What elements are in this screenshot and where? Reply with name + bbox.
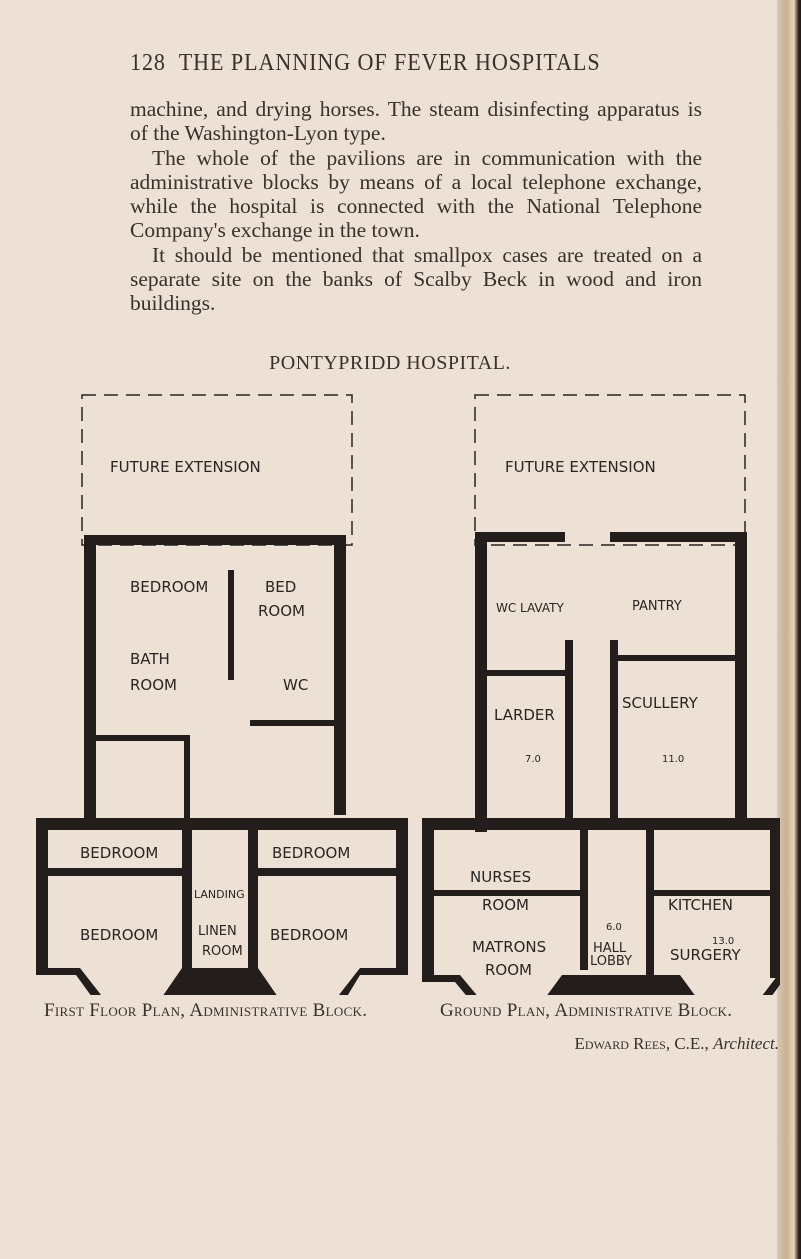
first-floor-caption: First Floor Plan, Administrative Block. [44, 1000, 368, 1021]
room-label: WC [283, 676, 308, 694]
room-label: BATH [130, 650, 170, 668]
architect-name: Edward Rees, C.E., [574, 1034, 709, 1053]
dimension-label: 6.0 [606, 922, 622, 933]
future-extension-label: FUTURE EXTENSION [110, 458, 261, 476]
room-label: HALL [593, 941, 627, 956]
ground-floor-caption: Ground Plan, Administrative Block. [440, 1000, 733, 1021]
room-label: ROOM [202, 944, 243, 959]
first-floor-labels: FUTURE EXTENSION BEDROOM BED ROOM BATH R… [80, 458, 350, 959]
room-label: KITCHEN [668, 896, 733, 914]
room-label: PANTRY [632, 599, 682, 614]
room-label: BEDROOM [80, 844, 158, 862]
dimension-label: 13.0 [712, 936, 734, 947]
room-label: LINEN [198, 924, 237, 939]
room-label: SURGERY [670, 946, 741, 964]
floor-plans: FUTURE EXTENSION BEDROOM BED ROOM BATH R… [36, 394, 780, 995]
room-label: SCULLERY [622, 694, 699, 712]
architect-role: Architect. [713, 1034, 779, 1053]
room-label: LANDING [194, 888, 245, 901]
room-label: BED [265, 578, 296, 596]
dimension-label: 11.0 [662, 754, 684, 765]
room-label: ROOM [482, 896, 529, 914]
running-head: 128 THE PLANNING OF FEVER HOSPITALS [130, 50, 601, 77]
room-label: BEDROOM [130, 578, 208, 596]
page-number: 128 [130, 50, 166, 76]
ground-floor-walls [422, 532, 780, 995]
room-label: BEDROOM [80, 926, 158, 944]
room-label: ROOM [130, 676, 177, 694]
room-label: LOBBY [590, 954, 632, 969]
first-floor-walls [36, 535, 408, 995]
book-edge [777, 0, 801, 1259]
future-extension-label: FUTURE EXTENSION [505, 458, 656, 476]
room-label: ROOM [485, 961, 532, 979]
running-title: THE PLANNING OF FEVER HOSPITALS [178, 50, 601, 76]
paragraph: It should be mentioned that smallpox cas… [130, 242, 702, 316]
room-label: MATRONS [472, 938, 546, 956]
body-text: machine, and drying horses. The steam di… [130, 97, 702, 316]
room-label: BEDROOM [270, 926, 348, 944]
room-label: ROOM [258, 602, 305, 620]
figure-title: PONTYPRIDD HOSPITAL. [269, 352, 511, 374]
paragraph: machine, and drying horses. The steam di… [130, 97, 702, 146]
room-label: LAVATY [520, 601, 564, 615]
dimension-label: 7.0 [525, 754, 541, 765]
paragraph: The whole of the pavilions are in commun… [130, 145, 702, 243]
room-label: BEDROOM [272, 844, 350, 862]
room-label: WC [496, 601, 516, 615]
room-label: LARDER [494, 706, 555, 724]
room-label: NURSES [470, 868, 531, 886]
ground-floor-labels: FUTURE EXTENSION WC LAVATY PANTRY LARDER… [470, 458, 741, 979]
architect-credit: Edward Rees, C.E., Architect. [575, 1034, 779, 1054]
